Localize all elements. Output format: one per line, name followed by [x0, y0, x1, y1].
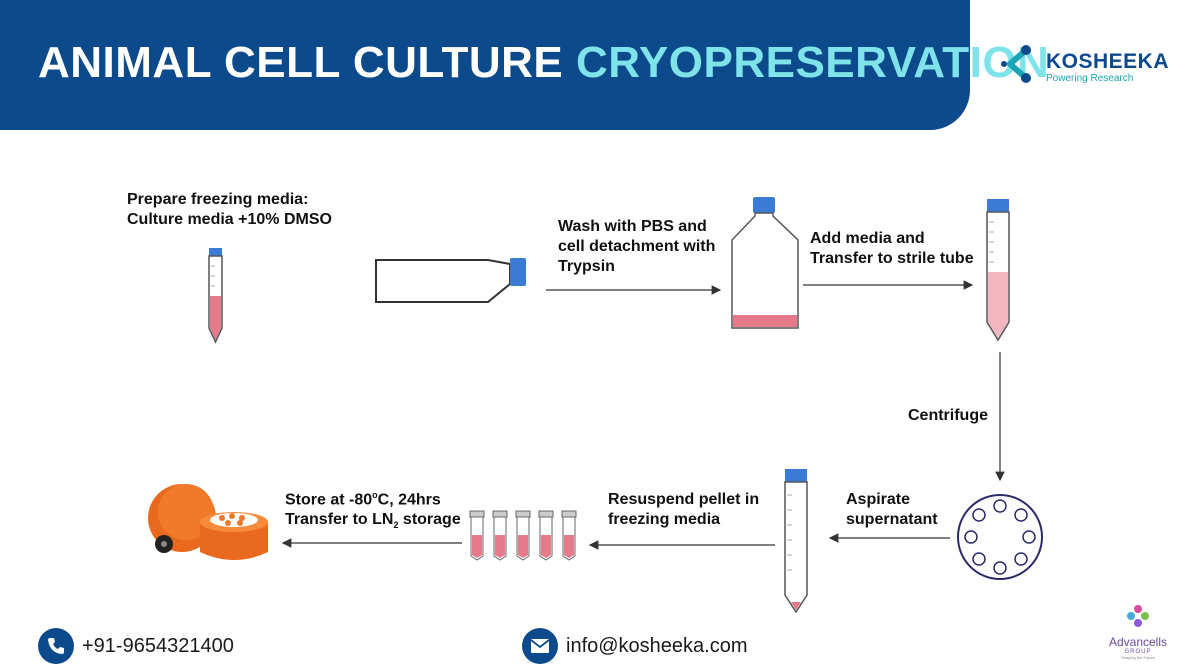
step-store-line2: Transfer to LN2 storage	[285, 511, 461, 531]
step-add-line2: Transfer to strile tube	[810, 250, 974, 267]
cryovial	[515, 510, 531, 561]
sterile-tube	[986, 199, 1010, 342]
culture-flask	[375, 258, 526, 303]
footer-email[interactable]: info@kosheeka.com	[522, 628, 748, 664]
step-store-line1: Store at -80oC, 24hrs	[285, 490, 441, 509]
email-address[interactable]: info@kosheeka.com	[566, 634, 748, 657]
kosheeka-logo: KOSHEEKA Powering Research	[1000, 42, 1190, 88]
step-prepare-label: Prepare freezing media: Culture media +1…	[127, 190, 332, 230]
advancells-tagline: Shaping the Future	[1120, 655, 1156, 660]
cryovial	[469, 510, 485, 561]
advancells-name: Advancells	[1108, 635, 1168, 649]
advancells-logo-icon	[1127, 605, 1149, 627]
cryovial	[561, 510, 577, 561]
step-centrifuge-text: Centrifuge	[908, 407, 988, 424]
title-main: ANIMAL CELL CULTURE	[38, 38, 576, 87]
step-aspirate-line1: Aspirate	[846, 491, 911, 508]
step-resuspend-line2: freezing media	[608, 511, 721, 528]
phone-number[interactable]: +91-9654321400	[82, 634, 234, 657]
cryo-storage-container	[148, 484, 268, 560]
logo-name: KOSHEEKA	[1046, 50, 1170, 73]
step-aspirate-label: Aspirate supernatant	[846, 490, 938, 530]
step-wash-line3: Trypsin	[558, 258, 615, 275]
step-prepare-line2: Culture media +10% DMSO	[127, 211, 332, 228]
advancells-group: GROUP	[1124, 649, 1152, 655]
step-resuspend-label: Resuspend pellet in freezing media	[608, 490, 759, 530]
step-wash-label: Wash with PBS and cell detachment with T…	[558, 217, 715, 277]
kosheeka-logo-icon	[1001, 45, 1031, 83]
footer-phone[interactable]: +91-9654321400	[38, 628, 234, 664]
cryovials	[469, 510, 577, 561]
step-resuspend-line1: Resuspend pellet in	[608, 491, 760, 508]
title-highlight: CRYOPRESERVATION	[575, 38, 1050, 87]
phone-icon	[38, 628, 74, 664]
pellet-tube	[784, 469, 808, 614]
freezing-media-tube	[208, 248, 223, 344]
mail-icon	[522, 628, 558, 664]
cryovial	[492, 510, 508, 561]
step-add-line1: Add media and	[810, 230, 925, 247]
step-wash-line2: cell detachment with	[558, 238, 716, 255]
page-title: ANIMAL CELL CULTURE CRYOPRESERVATION	[38, 38, 1049, 88]
advancells-logo: Advancells GROUP Shaping the Future	[1098, 604, 1178, 660]
step-store-label: Store at -80oC, 24hrs Transfer to LN2 st…	[285, 485, 461, 536]
logo-tagline: Powering Research	[1046, 73, 1134, 84]
step-centrifuge-label: Centrifuge	[908, 406, 988, 426]
step-prepare-line1: Prepare freezing media:	[127, 191, 309, 208]
step-add-media-label: Add media and Transfer to strile tube	[810, 229, 974, 269]
step-wash-line1: Wash with PBS and	[558, 218, 707, 235]
step-aspirate-line2: supernatant	[846, 511, 938, 528]
cryovial	[538, 510, 554, 561]
centrifuge-rotor	[957, 494, 1043, 580]
centrifuge-bottle	[731, 197, 799, 329]
header-banner: ANIMAL CELL CULTURE CRYOPRESERVATION	[0, 0, 1049, 130]
